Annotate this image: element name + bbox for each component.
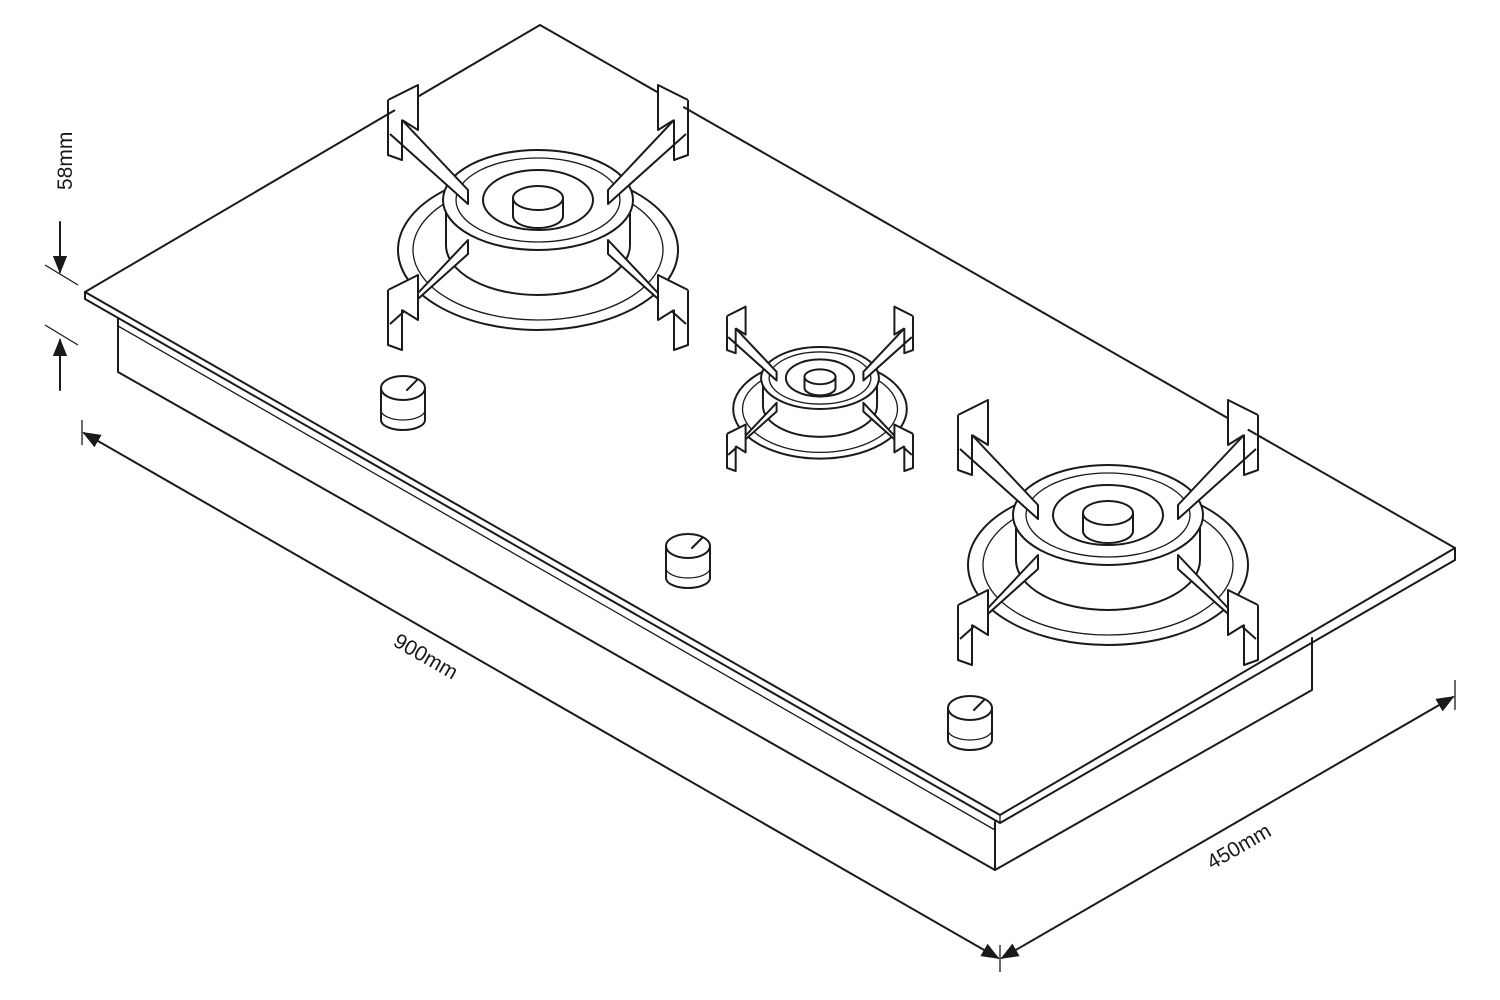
- control-knob[interactable]: [380, 375, 426, 431]
- right-wok-burner: [957, 399, 1259, 666]
- height-dimension: 58mm: [44, 132, 79, 391]
- control-knob[interactable]: [947, 695, 993, 751]
- knob-indicator-icon: [406, 379, 418, 391]
- left-wok-burner: [387, 84, 689, 351]
- grate-icon: [387, 84, 689, 351]
- width-label: 900mm: [390, 629, 462, 684]
- height-label: 58mm: [54, 132, 77, 190]
- control-knob[interactable]: [665, 533, 711, 589]
- depth-label: 450mm: [1203, 819, 1275, 874]
